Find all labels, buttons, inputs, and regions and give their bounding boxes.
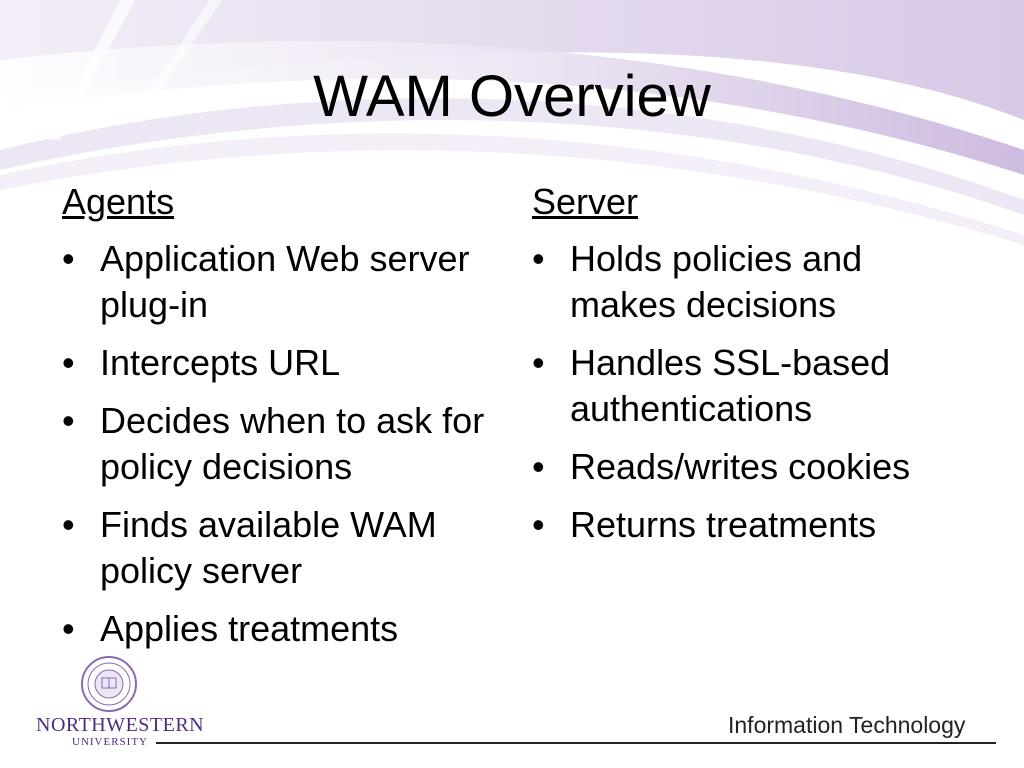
agents-column: Agents • Application Web server plug-in •… [62,180,492,664]
bullet-icon: • [62,608,75,649]
bullet-icon: • [532,504,545,545]
list-item: • Holds policies and makes decisions [532,236,972,328]
background-swoosh [0,0,1024,245]
agents-list: • Application Web server plug-in • Interce… [62,236,492,652]
list-item: • Reads/writes cookies [532,444,972,490]
agents-heading: Agents [62,181,175,222]
server-heading: Server [532,181,639,222]
university-logo-sub: UNIVERSITY [72,736,148,748]
list-item-text: Handles SSL-based authentications [570,342,891,429]
footer-divider [156,742,996,744]
list-item-text: Application Web server plug-in [100,238,470,325]
bullet-icon: • [532,238,545,279]
list-item: • Handles SSL-based authentications [532,340,972,432]
list-item-text: Holds policies and makes decisions [570,238,863,325]
list-item: • Intercepts URL [62,340,492,386]
list-item-text: Applies treatments [100,608,399,649]
list-item-text: Intercepts URL [100,342,341,383]
server-column: Server • Holds policies and makes decisio… [532,180,972,560]
list-item: • Application Web server plug-in [62,236,492,328]
university-logo-name: NORTHWESTERN [36,714,205,736]
slide-title: WAM Overview [313,64,711,129]
list-item: • Applies treatments [62,606,492,652]
list-item-text: Reads/writes cookies [570,446,911,487]
list-item-text: Finds available WAM policy server [100,504,437,591]
bullet-icon: • [62,342,75,383]
bullet-icon: • [532,342,545,383]
department-label: Information Technology [728,712,966,738]
list-item-text: Decides when to ask for policy decisions [100,400,485,487]
list-item-text: Returns treatments [570,504,877,545]
bullet-icon: • [62,400,75,441]
list-item: • Decides when to ask for policy decision… [62,398,492,490]
list-item: • Returns treatments [532,502,972,548]
list-item: • Finds available WAM policy server [62,502,492,594]
server-list: • Holds policies and makes decisions • Han… [532,236,972,548]
bullet-icon: • [62,504,75,545]
bullet-icon: • [532,446,545,487]
bullet-icon: • [62,238,75,279]
university-seal-icon [81,656,137,712]
